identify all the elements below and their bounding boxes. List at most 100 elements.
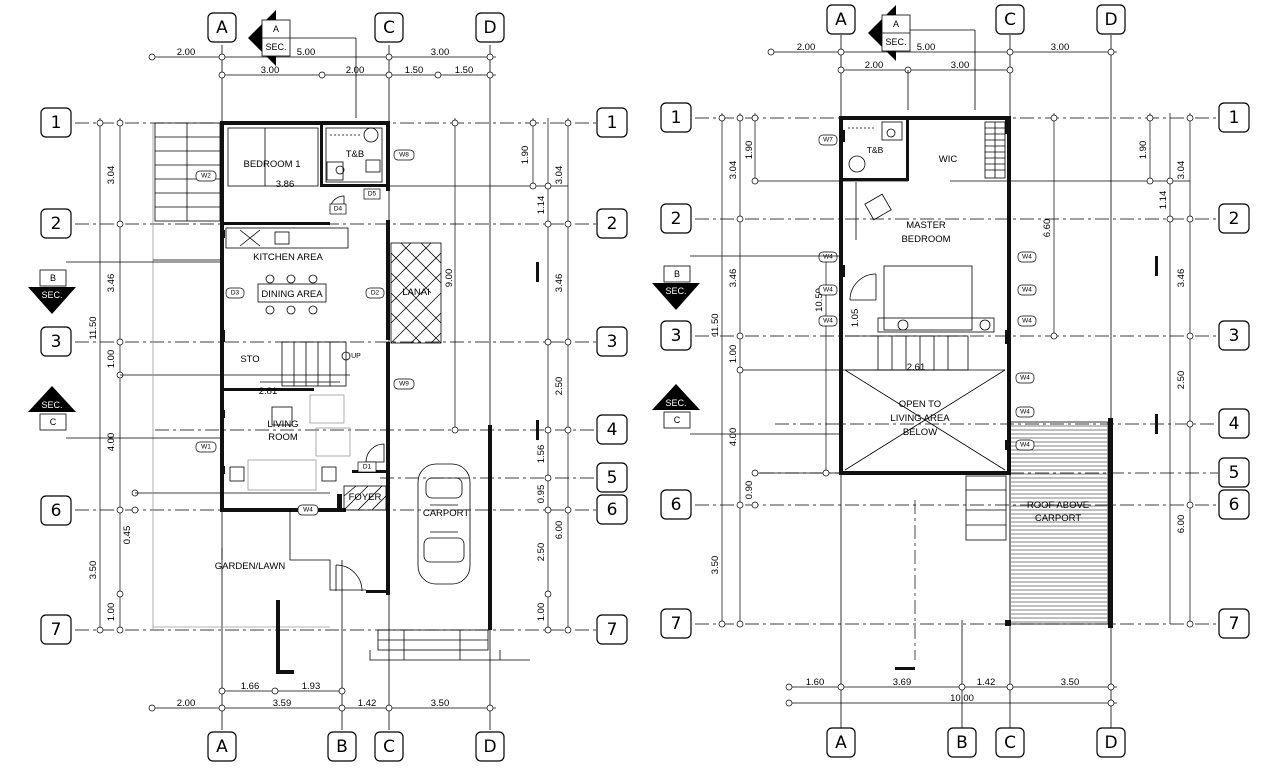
room-label-garden: GARDEN/LAWN xyxy=(215,561,286,572)
dimension-node xyxy=(736,366,744,374)
dimension-node xyxy=(116,626,124,634)
ground-right-dimensions: 1.90 3.04 1.14 3.46 2.50 1.56 0.95 2.50 … xyxy=(335,118,572,634)
drawing-line xyxy=(247,459,317,491)
dimension-node xyxy=(131,506,139,514)
dimension-node xyxy=(897,319,909,331)
drawing-line xyxy=(257,283,327,303)
drawing-line xyxy=(390,242,432,284)
dimension-node xyxy=(148,53,156,61)
dimension-node xyxy=(544,506,552,514)
drawing-label: W4 xyxy=(1020,409,1030,416)
wall-segment xyxy=(220,385,224,389)
grid-bubble xyxy=(374,12,404,43)
wall-segment xyxy=(839,116,843,474)
dim-label: 11.50 xyxy=(88,316,99,339)
second-room-labels: T&B WIC MASTER BEDROOM 2.61 OPEN TO LIVI… xyxy=(867,145,1089,524)
grid-bubble xyxy=(475,12,505,43)
drawing-line xyxy=(326,161,344,181)
drawing-line xyxy=(369,650,501,661)
dimension-node xyxy=(736,114,744,122)
grid-bubble-label: C xyxy=(383,18,395,38)
opening-tag xyxy=(818,134,838,146)
wall-segment xyxy=(488,425,492,630)
grid-bubble xyxy=(596,462,628,493)
dimension-node xyxy=(1050,332,1058,340)
section-letter: A xyxy=(273,24,279,34)
dim-label: 2.00 xyxy=(346,65,365,76)
dimension-node xyxy=(544,474,552,482)
dimension-node xyxy=(751,177,759,185)
dimension-node xyxy=(218,687,226,695)
dimension-node xyxy=(148,704,156,712)
drawing-label: W4 xyxy=(1020,442,1030,449)
drawing-line xyxy=(400,242,442,284)
dimension-node xyxy=(286,305,296,315)
drawing-label: 7 xyxy=(1229,614,1240,634)
dim-label: 2.00 xyxy=(177,698,196,709)
opening-tag xyxy=(297,504,319,516)
room-label-dining: DINING AREA xyxy=(261,289,323,300)
grid-bubble xyxy=(1218,489,1250,520)
second-column-bubbles-bottom: A B C D xyxy=(826,727,1126,758)
second-row-bubbles-right: 1 2 3 4 5 6 7 xyxy=(1218,102,1250,639)
dimension-node xyxy=(486,53,494,61)
wall-segment xyxy=(220,230,225,238)
second-walls xyxy=(839,116,1113,628)
drawing-line xyxy=(227,127,319,187)
dimension-node xyxy=(271,687,279,695)
drawing-label: 6 xyxy=(1229,495,1240,515)
grid-bubble-label: C xyxy=(383,737,395,757)
dim-label: 0.90 xyxy=(744,481,755,500)
wall-segment xyxy=(320,184,386,187)
dim-label: 3.46 xyxy=(554,274,565,293)
dimension-node xyxy=(837,66,845,74)
dim-label: 1.00 xyxy=(106,603,117,622)
dim-label: 6.00 xyxy=(554,521,565,540)
grid-bubble xyxy=(40,208,72,239)
drawing-label: 2 xyxy=(51,214,62,234)
second-section-a-marker: A SEC. xyxy=(868,5,975,61)
dim-label: 3.59 xyxy=(273,698,292,709)
grid-bubble xyxy=(660,608,692,639)
room-label-wic: WIC xyxy=(939,154,958,165)
dim-label: 3.86 xyxy=(276,179,295,190)
wall-segment xyxy=(839,265,845,277)
drawing-label: D1 xyxy=(363,464,372,471)
wall-segment xyxy=(1155,256,1158,276)
grid-bubble-label: D xyxy=(1104,10,1117,30)
second-interior-features xyxy=(844,121,1109,625)
drawing-label: 6 xyxy=(607,500,618,520)
drawing-line xyxy=(420,242,442,264)
ground-column-bubbles-top: A C D xyxy=(207,12,505,43)
dim-label: 3.00 xyxy=(951,60,970,71)
ground-site-lines xyxy=(152,123,330,630)
dimension-node xyxy=(1166,215,1174,223)
drawing-label: 3 xyxy=(51,332,62,352)
dimension-node xyxy=(1186,420,1194,428)
wall-segment xyxy=(1108,418,1113,628)
room-label-carport: CARPORT xyxy=(423,508,469,519)
grid-bubble xyxy=(207,12,237,43)
grid-bubble-label: D xyxy=(483,737,496,757)
drawing-label: 5 xyxy=(607,468,618,488)
drawing-label: 2 xyxy=(1229,209,1240,229)
dimension-node xyxy=(751,501,759,509)
drawing-line xyxy=(154,122,221,222)
wall-segment xyxy=(386,470,390,595)
drawing-line xyxy=(335,564,363,592)
dim-label: 1.60 xyxy=(806,677,825,688)
ground-walls xyxy=(220,121,492,630)
dimension-node xyxy=(544,426,552,434)
drawing-label: 2 xyxy=(607,214,618,234)
dim-label: 1.90 xyxy=(1138,141,1149,160)
section-label: SEC. xyxy=(885,37,906,47)
drawing-label: 4 xyxy=(1229,414,1240,434)
grid-bubble xyxy=(826,4,856,35)
grid-bubble xyxy=(596,614,628,645)
wall-segment xyxy=(224,388,314,391)
drawing-line xyxy=(844,369,1006,471)
dimension-node xyxy=(544,220,552,228)
ground-top-dimensions: 2.00 5.00 3.00 3.00 2.00 1.50 1.50 xyxy=(148,47,496,79)
grid-bubble-label: C xyxy=(1004,10,1016,30)
wall-segment xyxy=(839,116,1011,120)
